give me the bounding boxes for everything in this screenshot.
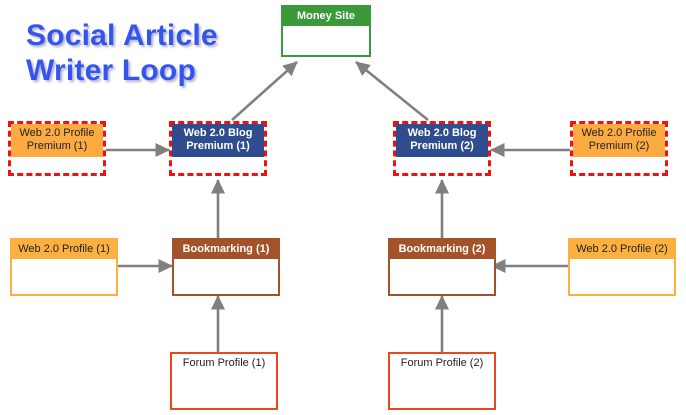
- node-forum-profile-2-label: Forum Profile (2): [390, 354, 494, 374]
- node-profile-premium-2[interactable]: Web 2.0 Profile Premium (2): [570, 121, 668, 176]
- node-bookmarking-2-label: Bookmarking (2): [390, 240, 494, 260]
- node-forum-profile-2[interactable]: Forum Profile (2): [388, 352, 496, 410]
- node-money-site-body: [283, 26, 369, 55]
- node-bookmarking-1[interactable]: Bookmarking (1): [172, 238, 280, 296]
- node-profile-2-label: Web 2.0 Profile (2): [570, 240, 674, 260]
- node-profile-2-body: [570, 259, 674, 292]
- node-profile-premium-1[interactable]: Web 2.0 Profile Premium (1): [8, 121, 106, 176]
- node-bookmarking-1-body: [174, 259, 278, 292]
- node-forum-profile-1-label: Forum Profile (1): [172, 354, 276, 374]
- node-blog-premium-1[interactable]: Web 2.0 Blog Premium (1): [169, 121, 267, 176]
- node-blog-premium-2[interactable]: Web 2.0 Blog Premium (2): [393, 121, 491, 176]
- node-bookmarking-2-body: [390, 259, 494, 292]
- edge-blog-premium-2-to-money-site: [355, 60, 429, 122]
- node-forum-profile-1[interactable]: Forum Profile (1): [170, 352, 278, 410]
- node-profile-premium-1-label: Web 2.0 Profile Premium (1): [11, 124, 103, 157]
- node-profile-1-body: [12, 259, 116, 292]
- node-forum-profile-2-body: [390, 373, 494, 406]
- node-blog-premium-2-body: [396, 156, 488, 173]
- node-profile-premium-2-body: [573, 156, 665, 173]
- node-blog-premium-1-label: Web 2.0 Blog Premium (1): [172, 124, 264, 157]
- node-blog-premium-1-body: [172, 156, 264, 173]
- node-profile-1-label: Web 2.0 Profile (1): [12, 240, 116, 260]
- node-blog-premium-2-label: Web 2.0 Blog Premium (2): [396, 124, 488, 157]
- node-profile-1[interactable]: Web 2.0 Profile (1): [10, 238, 118, 296]
- node-money-site[interactable]: Money Site: [281, 5, 371, 57]
- node-money-site-label: Money Site: [283, 7, 369, 27]
- page-title: Social Article Writer Loop: [26, 19, 218, 88]
- node-profile-premium-2-label: Web 2.0 Profile Premium (2): [573, 124, 665, 157]
- node-bookmarking-1-label: Bookmarking (1): [174, 240, 278, 260]
- edge-blog-premium-1-to-money-site: [231, 61, 298, 121]
- node-forum-profile-1-body: [172, 373, 276, 406]
- node-bookmarking-2[interactable]: Bookmarking (2): [388, 238, 496, 296]
- node-profile-2[interactable]: Web 2.0 Profile (2): [568, 238, 676, 296]
- node-profile-premium-1-body: [11, 156, 103, 173]
